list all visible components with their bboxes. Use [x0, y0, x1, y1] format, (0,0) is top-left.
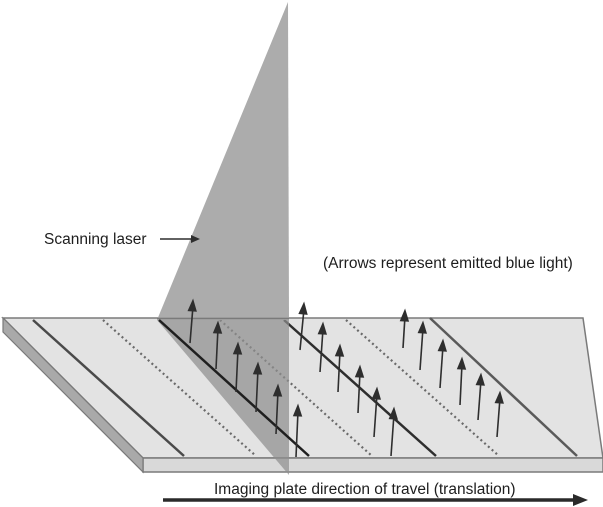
direction-label: Imaging plate direction of travel (trans…: [214, 481, 516, 498]
emitted-light-arrow-shaft: [235, 348, 239, 393]
emitted-light-arrow-shaft: [337, 350, 341, 393]
emitted-light-arrow-shaft: [439, 345, 444, 389]
laser-upper-plane: [157, 2, 289, 320]
imaging-plate: [1, 316, 603, 474]
arrows-note-label: (Arrows represent emitted blue light): [323, 255, 573, 272]
emitted-light-arrow-shaft: [357, 371, 361, 414]
plate-front-face: [142, 457, 603, 473]
emitted-light-arrow-head-icon: [475, 372, 485, 386]
emitted-light-arrow-shaft: [189, 305, 194, 344]
plate-top-face: [1, 317, 603, 459]
emitted-light-arrow-shaft: [295, 410, 299, 458]
emitted-light-arrow-shaft: [390, 413, 395, 457]
emitted-light-arrow-head-icon: [317, 321, 328, 335]
emitted-light-arrow-shaft: [419, 327, 424, 371]
emitted-light-arrow-head-icon: [232, 341, 243, 355]
scanning-laser-pointer: [160, 235, 200, 243]
emitted-light-arrow-shaft: [215, 327, 219, 370]
plate-side-face: [2, 316, 144, 474]
emitted-light-arrow-head-icon: [388, 406, 398, 420]
emitted-light-arrow-head-icon: [371, 386, 382, 400]
solid-scan-line: [32, 319, 185, 457]
emitted-light-arrow-head-icon: [334, 343, 345, 357]
dotted-scan-line: [345, 319, 500, 457]
emitted-light-arrow-shaft: [275, 390, 279, 435]
laser-lower-plane: [157, 320, 289, 475]
emitted-light-arrow-shaft: [299, 308, 305, 351]
emitted-light-arrow-head-icon: [298, 301, 308, 315]
emitted-light-arrow-head-icon: [494, 390, 504, 404]
emitted-light-arrow-head-icon: [252, 361, 263, 375]
emitted-light-arrow-head-icon: [399, 308, 410, 322]
scanning-laser-plane: [157, 2, 310, 475]
emitted-light-arrow-head-icon: [456, 356, 467, 370]
emitted-light-arrow-shaft: [496, 397, 501, 438]
dotted-scan-line: [102, 319, 257, 457]
emitted-light-arrow-shaft: [477, 379, 482, 421]
emitted-light-arrow-head-icon: [354, 364, 365, 378]
emitted-light-arrow-head-icon: [437, 338, 447, 352]
emitted-light-arrow-head-icon: [272, 383, 283, 397]
emitted-light-arrow-head-icon: [417, 320, 427, 334]
direction-of-travel-arrow: [163, 494, 588, 506]
emitted-light-arrow-head-icon: [212, 320, 223, 334]
dotted-scan-line: [219, 319, 373, 457]
emitted-light-arrow-head-icon: [292, 403, 303, 417]
emitted-light-arrow-shaft: [255, 368, 259, 413]
emitted-light-arrow-shaft: [373, 393, 378, 438]
emitted-light-arrow-head-icon: [187, 298, 197, 312]
emitted-light-arrows: [187, 298, 504, 458]
laser-scan-line: [158, 319, 310, 457]
scanning-laser-label: Scanning laser: [44, 231, 147, 248]
solid-scan-line: [429, 317, 578, 457]
emitted-light-arrow-shaft: [319, 328, 324, 373]
emitted-light-arrow-shaft: [459, 363, 463, 406]
